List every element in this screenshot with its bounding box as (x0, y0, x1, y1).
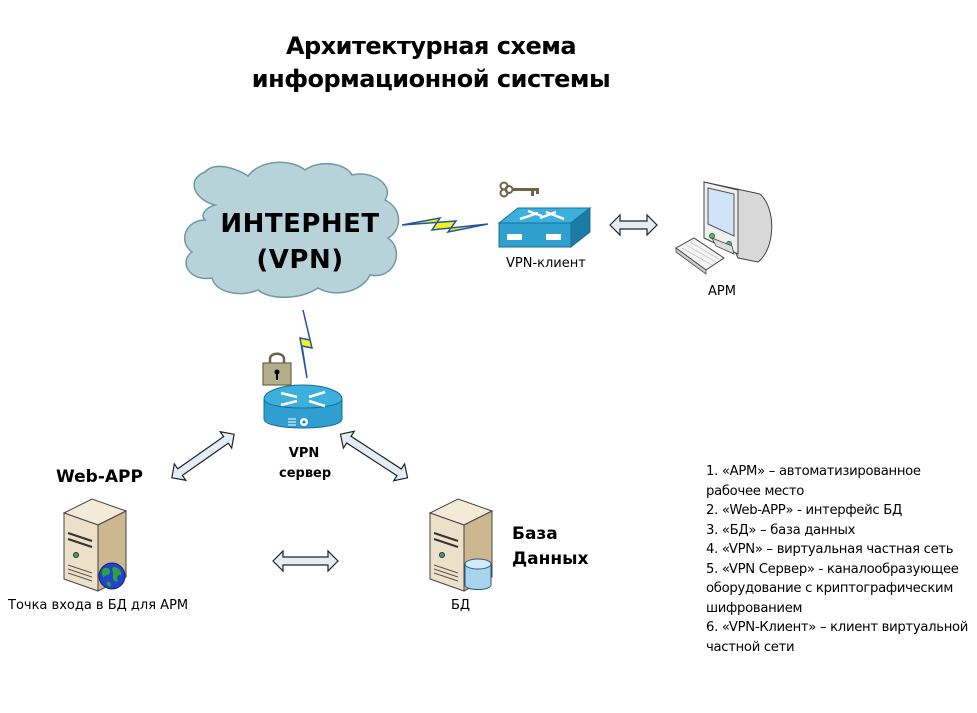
switch-icon (497, 206, 592, 249)
legend-item: 4. «VPN» – виртуальная частная сеть (706, 542, 954, 557)
internet-label: ИНТЕРНЕТ (VPN) (220, 209, 380, 275)
vpn-client-label: VPN-клиент (506, 256, 586, 271)
globe-icon (98, 562, 126, 590)
vpn-server-label: VPN сервер (279, 446, 332, 481)
title-line-1: Архитектурная схема (285, 32, 577, 60)
legend-item: 2. «Web-APP» - интерфейс БД (706, 503, 902, 518)
legend: 1. «АРМ» – автоматизированное рабочее ме… (706, 462, 977, 657)
workstation-icon (675, 181, 773, 275)
title-line-2: информационной системы (251, 65, 611, 93)
router-icon (263, 384, 343, 429)
database-title: База Данных (512, 524, 589, 569)
key-icon (499, 181, 539, 198)
database-label: БД (451, 598, 471, 613)
arm-label: АРМ (708, 284, 736, 299)
legend-item: 3. «БД» – база данных (706, 522, 856, 538)
legend-item: 1. «АРМ» – автоматизированное рабочее ме… (706, 464, 921, 499)
diagram-title: Архитектурная схема информационной систе… (0, 30, 862, 96)
legend-item: 5. «VPN Сервер» - каналообразующее обору… (706, 561, 959, 616)
web-app-label: Точка входа в БД для АРМ (8, 598, 189, 613)
web-app-title: Web-APP (56, 467, 143, 487)
legend-item: 6. «VPN-Клиент» – клиент виртуальной час… (706, 620, 969, 655)
database-cylinder-icon (464, 558, 492, 590)
padlock-icon (262, 352, 292, 386)
